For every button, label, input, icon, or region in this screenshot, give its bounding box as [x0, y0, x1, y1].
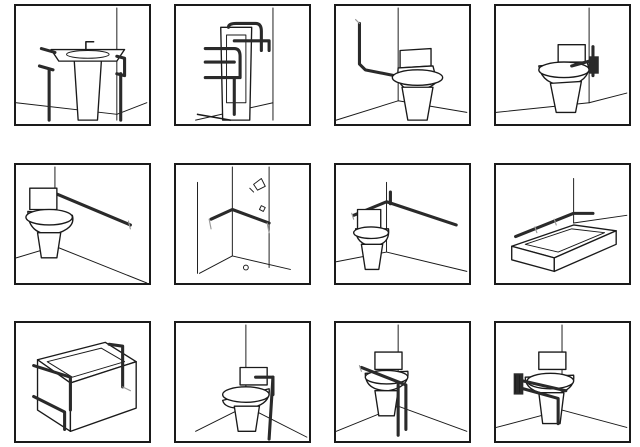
toilet-long-wall-bar-illustration [16, 166, 148, 283]
tile-toilet-folding-bar [494, 321, 631, 443]
shower-corner-bar-illustration [197, 166, 291, 274]
toilet-floor-bar-illustration [336, 324, 468, 437]
tile-bathtub-angled-bars [14, 321, 151, 443]
tile-toilet-l-wall-bar [334, 163, 471, 285]
toilet-hinged-bar-illustration [496, 7, 628, 114]
tile-toilet-l-shaped-bar [334, 4, 471, 126]
tile-toilet-hinged-bar [494, 4, 631, 126]
bathtub-angled-bars-illustration [32, 341, 137, 433]
tile-shower-corner-bar [174, 163, 311, 285]
tile-toilet-floor-bar [334, 321, 471, 443]
bathtub-wall-bar-illustration [511, 178, 628, 273]
toilet-l-shaped-bar-illustration [336, 7, 468, 121]
washbasin-grab-bars-illustration [16, 7, 148, 122]
tile-toilet-foldaway-u-bars [174, 4, 311, 126]
toilet-foldaway-u-bars-illustration [195, 7, 274, 121]
toilet-corner-bars-illustration [195, 324, 308, 441]
tile-toilet-corner-bars [174, 321, 311, 443]
tile-bathtub-wall-bar [494, 163, 631, 285]
tile-washbasin-grab-bars [14, 4, 151, 126]
toilet-l-wall-bar-illustration [336, 181, 468, 272]
toilet-folding-bar-illustration [496, 324, 628, 428]
tile-toilet-long-wall-bar [14, 163, 151, 285]
